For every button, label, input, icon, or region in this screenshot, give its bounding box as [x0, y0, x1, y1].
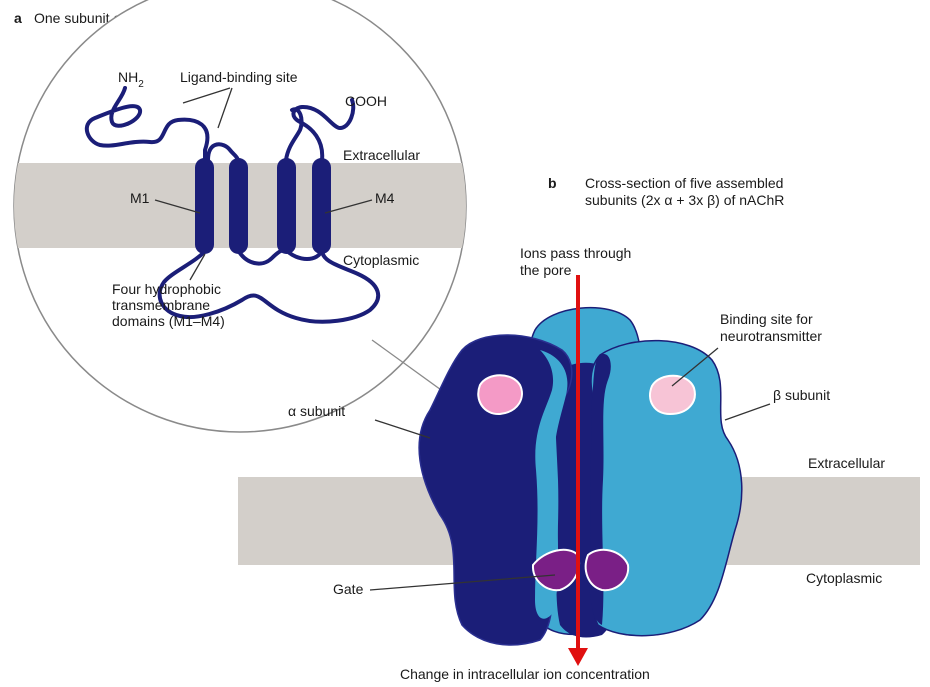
domains-label-line3: domains (M1–M4) [112, 313, 225, 329]
change-label: Change in intracellular ion concentratio… [400, 666, 650, 682]
gate-label: Gate [333, 581, 364, 597]
tm-domain-m4 [312, 158, 331, 254]
binding-site-alpha [478, 375, 522, 414]
tm-domain-m2 [229, 158, 248, 254]
tm-domain-m3 [277, 158, 296, 254]
cooh-label: COOH [345, 93, 387, 109]
panel-b-cytoplasmic-label: Cytoplasmic [806, 570, 882, 586]
panel-a-letter: a [14, 10, 22, 26]
ions-label-line1: Ions pass through [520, 245, 631, 261]
alpha-subunit-label: α subunit [288, 403, 345, 419]
binding-site-label-line1: Binding site for [720, 311, 813, 327]
panel-b-title-line1: Cross-section of five assembled [585, 175, 783, 191]
tm-domain-m1 [195, 158, 214, 254]
beta-subunit-label: β subunit [773, 387, 830, 403]
panel-b-title-line2: subunits (2x α + 3x β) of nAChR [585, 192, 784, 208]
m1-label: M1 [130, 190, 150, 206]
beta-subunit-leader [725, 404, 770, 420]
panel-a-extracellular-label: Extracellular [343, 147, 420, 163]
domains-label-line1: Four hydrophobic [112, 281, 221, 297]
binding-site-beta [650, 376, 695, 414]
binding-site-label-line2: neurotransmitter [720, 328, 822, 344]
panel-b-extracellular-label: Extracellular [808, 455, 885, 471]
domains-label-line2: transmembrane [112, 297, 210, 313]
gate-right [586, 550, 629, 590]
ligand-binding-site-label: Ligand-binding site [180, 69, 298, 85]
ion-flow-arrowhead [568, 648, 588, 666]
panel-b-letter: b [548, 175, 557, 191]
m4-label: M4 [375, 190, 395, 206]
panel-a-cytoplasmic-label: Cytoplasmic [343, 252, 419, 268]
ions-label-line2: the pore [520, 262, 572, 278]
